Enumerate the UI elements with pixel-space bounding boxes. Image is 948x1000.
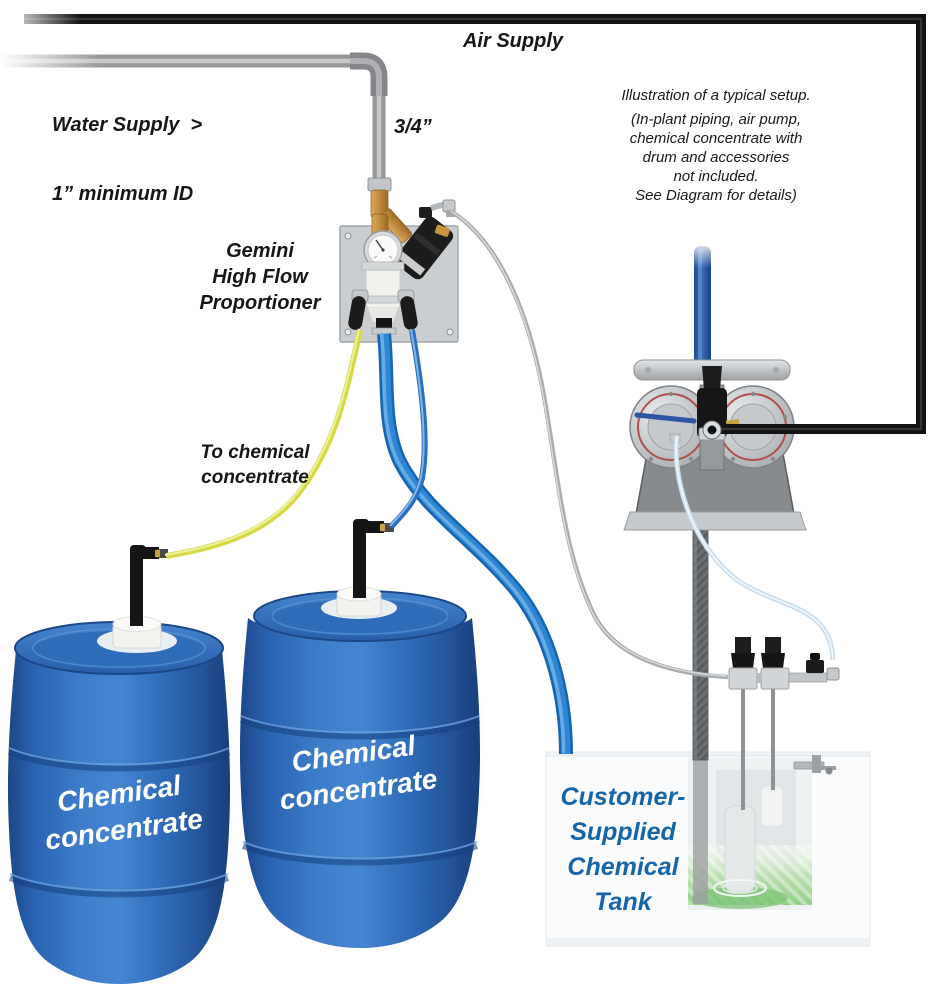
air-pump bbox=[623, 359, 807, 531]
mini-ball-valve bbox=[806, 660, 824, 673]
gray-chemical-tube bbox=[450, 210, 729, 680]
pipe-union-nut bbox=[367, 177, 392, 192]
tank-clamp bbox=[793, 755, 836, 775]
hose-clamp bbox=[371, 327, 397, 335]
lance-rod-left bbox=[741, 688, 745, 810]
tank-label: Customer- Supplied Chemical Tank bbox=[553, 780, 693, 920]
valve-cap-left bbox=[735, 637, 751, 653]
suction-lance-left bbox=[713, 805, 767, 897]
chemical-drum-right bbox=[239, 519, 481, 948]
eductor-body bbox=[394, 199, 456, 280]
water-supply-line2: 1” minimum ID bbox=[52, 183, 194, 205]
tube-elbow-fitting bbox=[826, 667, 840, 681]
yellow-chemical-tube bbox=[164, 328, 363, 559]
brass-barb bbox=[434, 224, 450, 237]
pump-outlet-pipe bbox=[694, 246, 711, 370]
metering-knob bbox=[419, 207, 432, 218]
metering-grip-right bbox=[400, 296, 418, 330]
pressure-gauge bbox=[363, 230, 403, 270]
lance-rod-right bbox=[771, 688, 775, 790]
air-supply-label: Air Supply bbox=[462, 30, 563, 52]
suction-line-label: To chemical concentrate bbox=[191, 440, 319, 490]
pipe-fade bbox=[0, 10, 80, 30]
foot-valve-assembly bbox=[728, 637, 840, 810]
proportioner-label-line: Proportioner bbox=[199, 292, 321, 314]
drum-hoop bbox=[239, 717, 481, 740]
pipe-fade bbox=[688, 240, 716, 268]
metering-grip-left bbox=[348, 296, 366, 330]
chemical-tank bbox=[545, 751, 871, 947]
blue-chemical-tube bbox=[388, 328, 428, 529]
drum-hoop bbox=[8, 875, 230, 898]
valve-block-left bbox=[728, 667, 758, 690]
setup-note-line: (In-plant piping, air pump, bbox=[630, 111, 802, 128]
setup-note: Illustration of a typical setup. (In-pla… bbox=[600, 86, 832, 205]
suction-label-line: concentrate bbox=[201, 467, 309, 488]
setup-note-line: chemical concentrate with bbox=[629, 130, 803, 147]
proportioner-label-line: High Flow bbox=[212, 266, 308, 288]
water-supply-pipe bbox=[0, 52, 392, 192]
suction-pipe-in-tank bbox=[693, 758, 708, 904]
water-supply-label: Water Supply > 1” minimum ID bbox=[52, 68, 202, 252]
tank-label-line: Supplied bbox=[570, 818, 676, 846]
dip-tube-elbow bbox=[336, 519, 394, 617]
drum-hoop bbox=[7, 749, 231, 772]
tank-label-line: Customer- bbox=[560, 783, 686, 811]
tank-front-wall bbox=[546, 756, 870, 946]
air-supply-pipe bbox=[24, 14, 926, 440]
outlet-fitting bbox=[376, 318, 392, 330]
dip-tube-elbow bbox=[112, 545, 168, 649]
air-valve-knob bbox=[702, 366, 722, 390]
pipe-fade bbox=[0, 48, 100, 74]
valve-cap-right bbox=[765, 637, 781, 653]
water-supply-line1: Water Supply > bbox=[52, 114, 203, 136]
chemical-drum-left bbox=[7, 545, 231, 984]
proportioner-label: Gemini High Flow Proportioner bbox=[193, 238, 327, 316]
suction-label-line: To chemical bbox=[200, 442, 310, 463]
setup-note-line: Illustration of a typical setup. bbox=[621, 87, 811, 104]
setup-note-line: not included. bbox=[673, 168, 759, 185]
setup-note-line: drum and accessories bbox=[642, 149, 790, 166]
drum-hoop bbox=[241, 843, 479, 866]
setup-note-line: See Diagram for details) bbox=[635, 187, 797, 204]
pump-handle bbox=[634, 412, 697, 424]
proportioner-assembly bbox=[339, 189, 459, 343]
valve-block-right bbox=[760, 667, 790, 690]
tank-label-line: Chemical bbox=[567, 853, 679, 881]
pipe-size-label: 3/4” bbox=[394, 116, 432, 138]
blue-outlet-hose bbox=[377, 332, 573, 755]
proportioner-label-line: Gemini bbox=[226, 240, 294, 262]
clear-air-tube bbox=[673, 435, 836, 661]
tank-label-line: Tank bbox=[594, 888, 652, 916]
